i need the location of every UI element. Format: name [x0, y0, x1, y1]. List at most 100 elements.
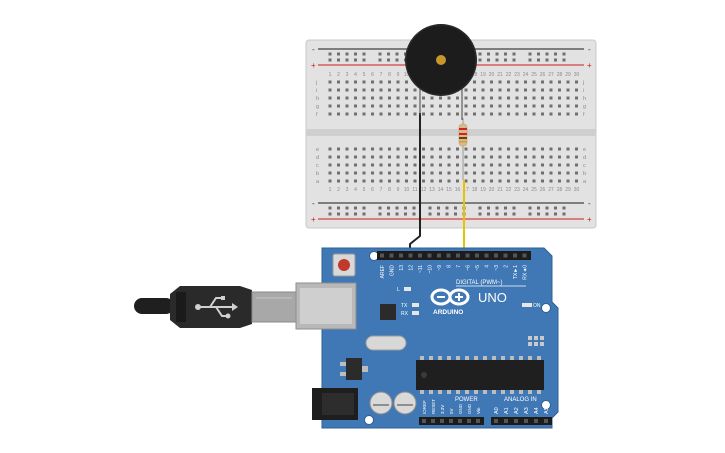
terminal-hole[interactable]: [507, 104, 510, 108]
terminal-hole[interactable]: [566, 112, 570, 116]
terminal-hole[interactable]: [379, 80, 383, 84]
digital-pin-socket[interactable]: [513, 253, 517, 258]
terminal-hole[interactable]: [541, 88, 544, 92]
analog-pin-socket[interactable]: [524, 419, 528, 423]
terminal-hole[interactable]: [566, 88, 570, 92]
terminal-hole[interactable]: [405, 179, 408, 183]
digital-pin-socket[interactable]: [503, 253, 508, 258]
terminal-hole[interactable]: [515, 179, 519, 183]
terminal-hole[interactable]: [515, 147, 519, 151]
terminal-hole[interactable]: [379, 88, 383, 92]
rail-hole[interactable]: [345, 212, 349, 216]
terminal-hole[interactable]: [575, 155, 578, 159]
terminal-hole[interactable]: [456, 112, 459, 116]
rail-hole[interactable]: [404, 206, 407, 210]
digital-pin-socket[interactable]: [427, 253, 432, 258]
rail-hole[interactable]: [512, 212, 516, 216]
terminal-hole[interactable]: [464, 88, 468, 92]
terminal-hole[interactable]: [430, 155, 434, 159]
terminal-hole[interactable]: [337, 155, 340, 159]
terminal-hole[interactable]: [575, 88, 578, 92]
terminal-hole[interactable]: [473, 147, 476, 151]
terminal-hole[interactable]: [558, 147, 561, 151]
terminal-hole[interactable]: [515, 155, 519, 159]
terminal-hole[interactable]: [396, 163, 400, 167]
terminal-hole[interactable]: [532, 104, 536, 108]
terminal-hole[interactable]: [328, 96, 332, 100]
terminal-hole[interactable]: [481, 80, 485, 84]
terminal-hole[interactable]: [507, 171, 510, 175]
digital-pin-socket[interactable]: [408, 253, 413, 258]
terminal-hole[interactable]: [558, 80, 561, 84]
terminal-hole[interactable]: [541, 104, 544, 108]
terminal-hole[interactable]: [549, 88, 553, 92]
rail-hole[interactable]: [495, 206, 499, 210]
terminal-hole[interactable]: [439, 163, 442, 167]
terminal-hole[interactable]: [328, 147, 332, 151]
terminal-hole[interactable]: [362, 171, 366, 175]
terminal-hole[interactable]: [354, 155, 357, 159]
terminal-hole[interactable]: [524, 171, 527, 175]
rail-hole[interactable]: [428, 206, 432, 210]
rail-hole[interactable]: [554, 206, 557, 210]
terminal-hole[interactable]: [498, 179, 502, 183]
terminal-hole[interactable]: [549, 112, 553, 116]
terminal-hole[interactable]: [337, 171, 340, 175]
terminal-hole[interactable]: [388, 155, 391, 159]
terminal-hole[interactable]: [541, 155, 544, 159]
rail-hole[interactable]: [378, 206, 382, 210]
terminal-hole[interactable]: [422, 96, 425, 100]
terminal-hole[interactable]: [490, 80, 493, 84]
rail-hole[interactable]: [512, 52, 516, 56]
terminal-hole[interactable]: [498, 80, 502, 84]
terminal-hole[interactable]: [456, 163, 459, 167]
terminal-hole[interactable]: [558, 171, 561, 175]
terminal-hole[interactable]: [464, 179, 468, 183]
terminal-hole[interactable]: [354, 147, 357, 151]
terminal-hole[interactable]: [439, 147, 442, 151]
terminal-hole[interactable]: [464, 171, 468, 175]
terminal-hole[interactable]: [371, 163, 374, 167]
terminal-hole[interactable]: [447, 112, 451, 116]
terminal-hole[interactable]: [532, 147, 536, 151]
terminal-hole[interactable]: [532, 80, 536, 84]
terminal-hole[interactable]: [532, 163, 536, 167]
terminal-hole[interactable]: [456, 147, 459, 151]
rail-hole[interactable]: [545, 212, 549, 216]
terminal-hole[interactable]: [575, 80, 578, 84]
analog-pin-socket[interactable]: [494, 419, 498, 423]
terminal-hole[interactable]: [354, 171, 357, 175]
terminal-hole[interactable]: [490, 179, 493, 183]
terminal-hole[interactable]: [481, 112, 485, 116]
terminal-hole[interactable]: [507, 147, 510, 151]
terminal-hole[interactable]: [490, 96, 493, 100]
digital-pin-socket[interactable]: [446, 253, 451, 258]
terminal-hole[interactable]: [439, 179, 442, 183]
terminal-hole[interactable]: [337, 104, 340, 108]
terminal-hole[interactable]: [575, 171, 578, 175]
rail-hole[interactable]: [487, 52, 490, 56]
terminal-hole[interactable]: [328, 155, 332, 159]
terminal-hole[interactable]: [532, 155, 536, 159]
terminal-hole[interactable]: [464, 104, 468, 108]
terminal-hole[interactable]: [549, 171, 553, 175]
terminal-hole[interactable]: [507, 112, 510, 116]
terminal-hole[interactable]: [481, 163, 485, 167]
terminal-hole[interactable]: [575, 179, 578, 183]
terminal-hole[interactable]: [337, 88, 340, 92]
terminal-hole[interactable]: [396, 112, 400, 116]
analog-pin-socket[interactable]: [534, 419, 538, 423]
rail-hole[interactable]: [537, 212, 540, 216]
terminal-hole[interactable]: [405, 96, 408, 100]
rail-hole[interactable]: [387, 52, 390, 56]
terminal-hole[interactable]: [388, 163, 391, 167]
terminal-hole[interactable]: [388, 147, 391, 151]
terminal-hole[interactable]: [447, 104, 451, 108]
terminal-hole[interactable]: [558, 104, 561, 108]
terminal-hole[interactable]: [481, 88, 485, 92]
terminal-hole[interactable]: [524, 147, 527, 151]
terminal-hole[interactable]: [549, 163, 553, 167]
terminal-hole[interactable]: [345, 147, 349, 151]
terminal-hole[interactable]: [498, 104, 502, 108]
rail-hole[interactable]: [537, 52, 540, 56]
